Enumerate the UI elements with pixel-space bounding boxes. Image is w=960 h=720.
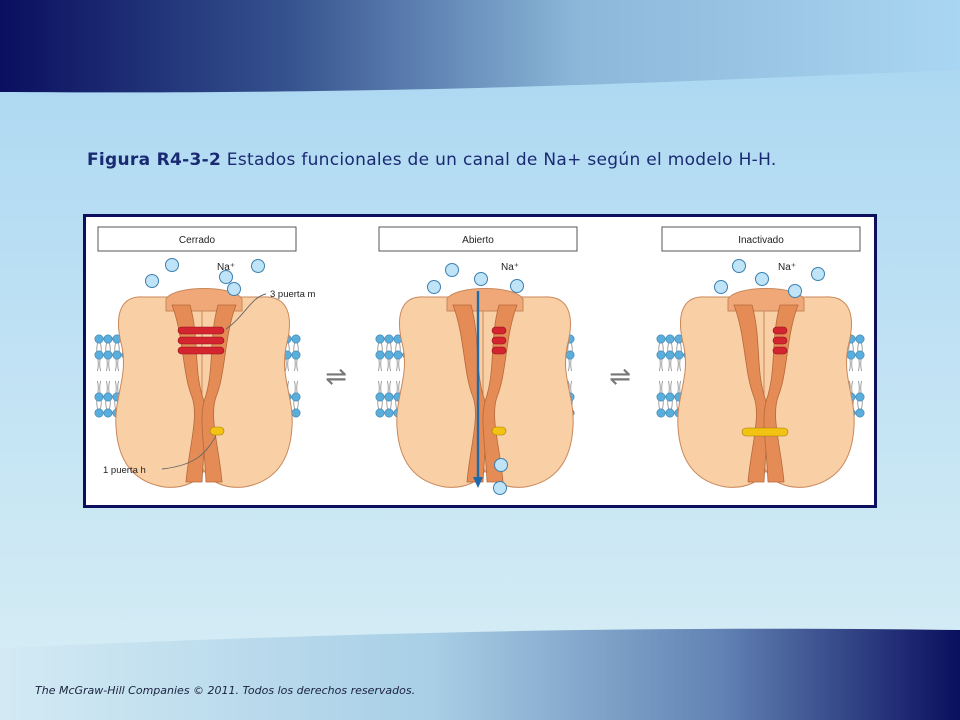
gate-m-label: 3 puerta m (270, 289, 315, 300)
caption-label: Figura R4-3-2 (87, 150, 222, 170)
lipid-head (375, 392, 385, 402)
h-gate-inactivated (741, 427, 789, 437)
equilibrium-arrows-2: ⇌ (609, 362, 631, 392)
lipid-head (656, 408, 666, 418)
lipid-head (656, 350, 666, 360)
caption-text: Estados funcionales de un canal de Na+ s… (221, 150, 777, 170)
state-label-closed: Cerrado (97, 226, 297, 252)
sodium-ions (145, 258, 825, 495)
h-gate-closed (209, 426, 225, 436)
lipid-head (94, 392, 104, 402)
channel-protein-open (396, 288, 574, 488)
svg-text:Inactivado: Inactivado (738, 235, 784, 246)
lipid-head (112, 350, 122, 360)
lipid-head (94, 408, 104, 418)
gate-h-label: 1 puerta h (103, 465, 146, 476)
ion-label-closed: Na⁺ (217, 262, 235, 273)
lipid-head (103, 334, 113, 344)
lipid-head (656, 392, 666, 402)
lipid-head (384, 408, 394, 418)
figure-caption: Figura R4-3-2 Estados funcionales de un … (87, 150, 947, 170)
sodium-channel-diagram: Cerrado Abierto Inactivado (94, 226, 865, 495)
lipid-head (375, 334, 385, 344)
lipid-head (665, 408, 675, 418)
state-label-open: Abierto (378, 226, 578, 252)
gate-h-leader (161, 435, 217, 470)
lipid-head (665, 350, 675, 360)
lipid-head (94, 334, 104, 344)
state-label-inactivated: Inactivado (661, 226, 861, 252)
lipid-head (855, 334, 865, 344)
svg-text:Abierto: Abierto (462, 235, 494, 246)
lipid-head (384, 334, 394, 344)
lipid-head (94, 350, 104, 360)
lipid-head (665, 392, 675, 402)
m-gates-inactivated (772, 326, 788, 355)
lipid-head (565, 350, 575, 360)
channel-protein-inactivated (677, 288, 855, 488)
lipid-head (384, 392, 394, 402)
figure-panel: Cerrado Abierto Inactivado (83, 214, 877, 508)
ion-flow-arrow (473, 291, 483, 488)
lipid-head (393, 350, 403, 360)
lipid-head (103, 350, 113, 360)
lipid-head (665, 334, 675, 344)
ion-label-inactivated: Na⁺ (778, 262, 796, 273)
lipid-head (674, 350, 684, 360)
lipid-head (384, 350, 394, 360)
m-gates-closed (177, 326, 225, 355)
lipid-head (103, 408, 113, 418)
lipid-head (291, 392, 301, 402)
lipid-head (375, 408, 385, 418)
equilibrium-arrows-1: ⇌ (325, 362, 347, 392)
lipid-head (291, 334, 301, 344)
lipid-head (855, 392, 865, 402)
lipid-head (291, 408, 301, 418)
lipid-head (855, 408, 865, 418)
lipid-head (656, 334, 666, 344)
gate-m-leader (225, 293, 267, 330)
channel-protein-closed (115, 288, 293, 488)
h-gate-open (491, 426, 507, 436)
lipid-head (103, 392, 113, 402)
ion-label-open: Na⁺ (501, 262, 519, 273)
lipid-head (375, 350, 385, 360)
lipid-head (846, 350, 856, 360)
copyright-footer: The McGraw-Hill Companies © 2011. Todos … (35, 684, 416, 697)
lipid-head (855, 350, 865, 360)
lipid-head (291, 350, 301, 360)
svg-text:Cerrado: Cerrado (179, 235, 216, 246)
m-gates-open (491, 326, 507, 355)
